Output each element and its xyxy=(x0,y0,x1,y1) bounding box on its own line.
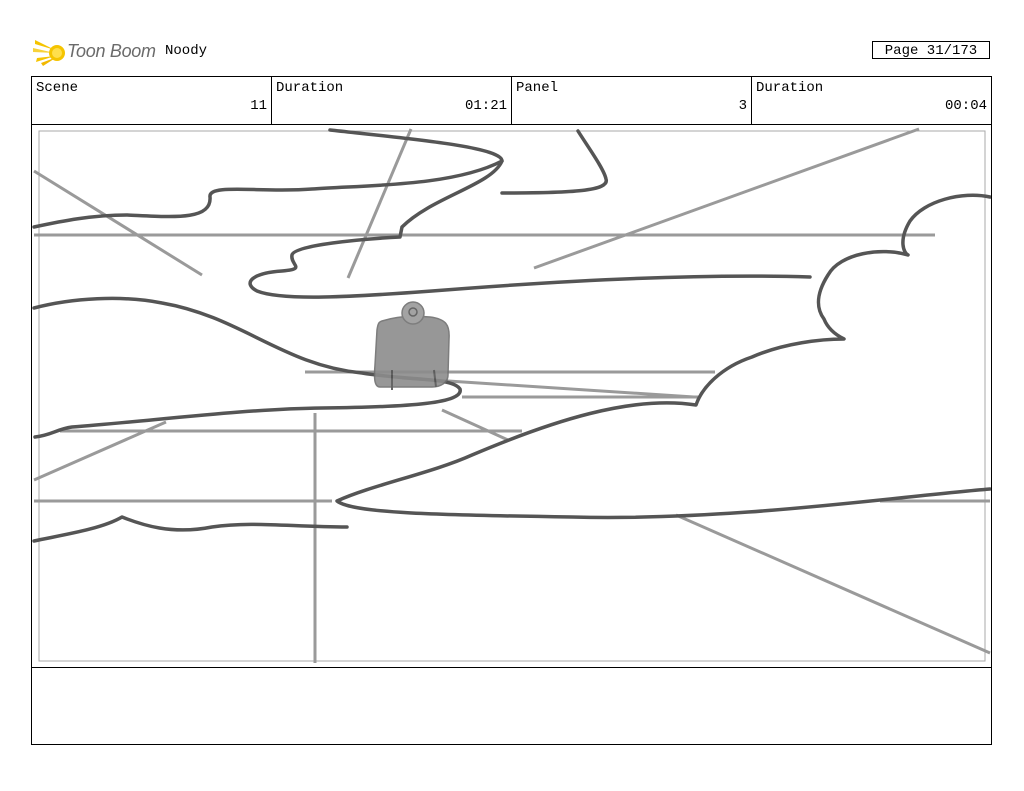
toon-boom-logo: Toon Boom xyxy=(33,36,157,68)
panel-duration-cell: Duration 00:04 xyxy=(751,77,991,124)
cloud-outlines xyxy=(32,128,991,543)
panel-duration-label: Duration xyxy=(756,80,824,96)
panel-info-header: Scene 11 Duration 01:21 Panel 3 Duration… xyxy=(31,76,992,125)
storyboard-panel xyxy=(31,124,992,668)
page-indicator: Page 31/173 xyxy=(872,41,990,59)
scene-duration-value: 01:21 xyxy=(464,98,507,114)
project-name: Noody xyxy=(165,43,208,59)
panel-sketch-drawing xyxy=(32,127,991,663)
logo-text: Toon Boom xyxy=(67,41,156,61)
panel-notes-area xyxy=(31,667,992,745)
sun-burst-icon xyxy=(33,40,65,66)
panel-duration-value: 00:04 xyxy=(944,98,987,114)
scene-value: 11 xyxy=(250,98,267,114)
scene-label: Scene xyxy=(36,80,79,96)
panel-label: Panel xyxy=(516,80,559,96)
panel-value: 3 xyxy=(738,98,747,114)
construction-lines xyxy=(33,127,991,663)
scene-duration-label: Duration xyxy=(276,80,344,96)
safe-frame xyxy=(38,130,986,662)
scene-duration-cell: Duration 01:21 xyxy=(271,77,511,124)
scene-cell: Scene 11 xyxy=(32,77,271,124)
panel-cell: Panel 3 xyxy=(511,77,751,124)
character-figure xyxy=(373,301,450,390)
